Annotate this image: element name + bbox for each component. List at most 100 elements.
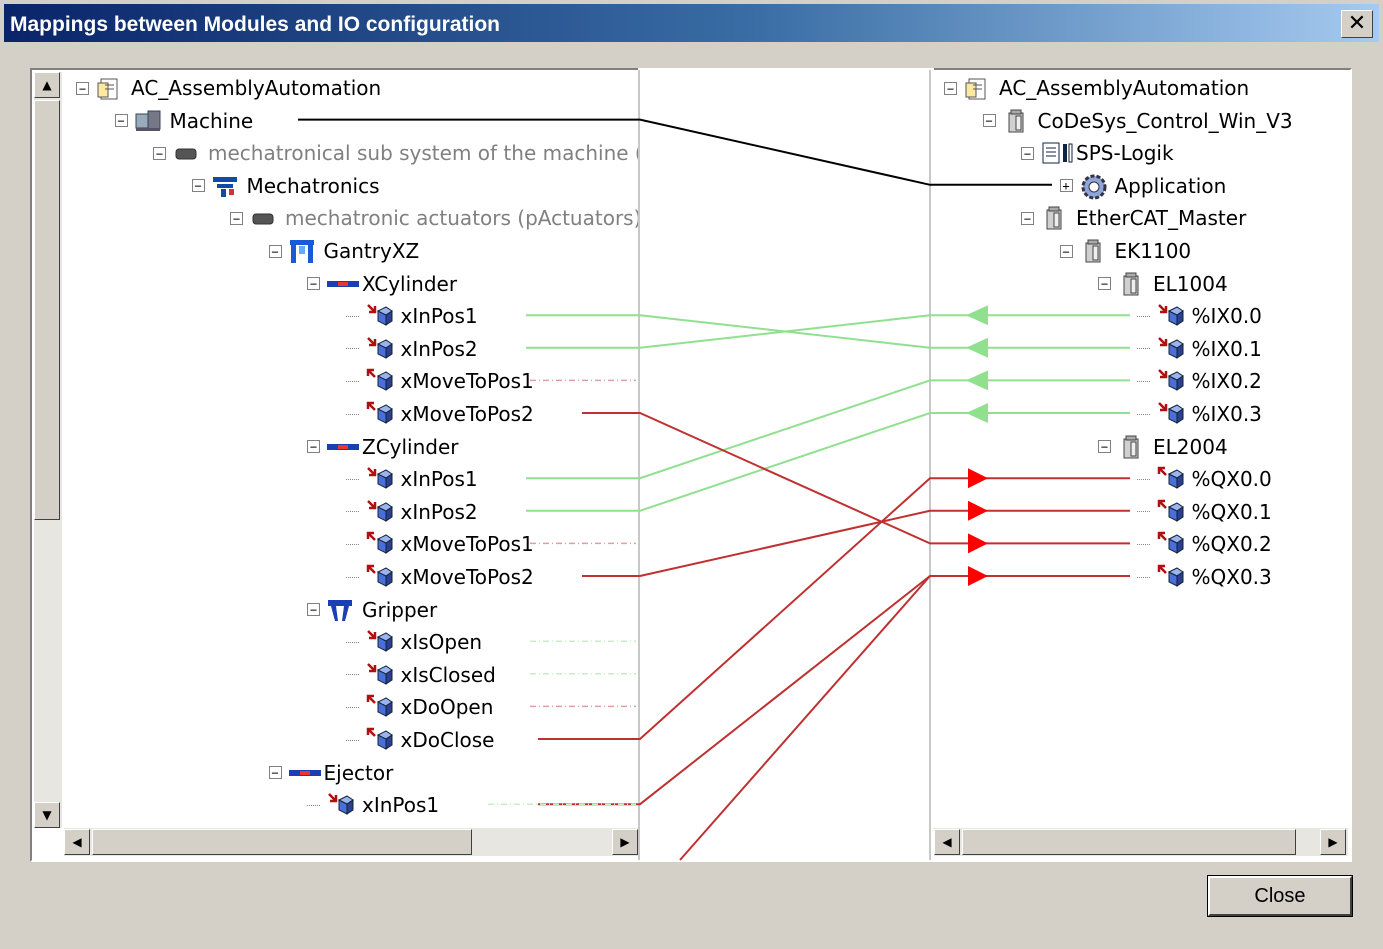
collapse-icon[interactable]: −: [307, 603, 320, 617]
module-tree-pane[interactable]: −AC_AssemblyAutomation−Machine−mechatron…: [30, 68, 642, 862]
project-icon: [963, 75, 991, 101]
input-var-icon: [365, 629, 393, 655]
horizontal-scrollbar[interactable]: ◀ ▶: [64, 828, 640, 856]
tree-connector: [345, 739, 359, 741]
io-node[interactable]: +Application: [1059, 171, 1226, 201]
module-node[interactable]: xInPos2: [345, 334, 478, 364]
module-node[interactable]: xInPos1: [307, 790, 439, 820]
tree-connector: [345, 478, 359, 480]
io-node[interactable]: %IX0.2: [1136, 366, 1262, 396]
io-node[interactable]: %IX0.1: [1136, 334, 1262, 364]
collapse-icon[interactable]: −: [1098, 277, 1111, 291]
tree-connector: [1136, 315, 1150, 317]
io-node[interactable]: −EL1004: [1098, 269, 1228, 299]
module-node[interactable]: −Gripper: [307, 595, 437, 625]
node-label: Ejector: [323, 760, 394, 785]
node-label: EL2004: [1153, 434, 1228, 459]
node-label: EK1100: [1114, 239, 1192, 263]
divider-left: [638, 70, 640, 860]
collapse-icon[interactable]: −: [1098, 440, 1111, 454]
scroll-right-button-io[interactable]: ▶: [1320, 829, 1346, 855]
scroll-right-button[interactable]: ▶: [612, 829, 638, 855]
plc-logic-icon: [1040, 140, 1073, 166]
io-node[interactable]: −CoDeSys_Control_Win_V3: [982, 106, 1293, 136]
scroll-thumb[interactable]: [34, 100, 60, 520]
tree-connector: [345, 576, 359, 578]
module-node[interactable]: xIsOpen: [345, 627, 483, 657]
node-label: xDoOpen: [400, 695, 494, 720]
module-node[interactable]: −Machine: [114, 106, 253, 136]
module-node[interactable]: xInPos1: [345, 301, 478, 331]
cylinder-icon: [288, 760, 321, 786]
collapse-icon[interactable]: −: [268, 244, 282, 258]
node-label: %QX0.3: [1191, 565, 1272, 589]
io-node[interactable]: %IX0.0: [1136, 301, 1262, 331]
tree-connector: [345, 511, 359, 513]
scroll-left-button[interactable]: ◀: [64, 829, 90, 855]
node-label: %IX0.3: [1191, 402, 1262, 426]
collapse-icon[interactable]: −: [982, 114, 996, 128]
io-node[interactable]: %QX0.0: [1136, 464, 1272, 494]
scroll-thumb-horizontal[interactable]: [92, 829, 472, 855]
expand-icon[interactable]: +: [1059, 179, 1073, 193]
node-label: Mechatronics: [246, 173, 380, 198]
module-node[interactable]: −mechatronical sub system of the machine…: [153, 138, 640, 168]
module-node[interactable]: −XCylinder: [307, 269, 457, 299]
io-node[interactable]: %IX0.3: [1136, 399, 1262, 429]
collapse-icon[interactable]: −: [944, 81, 957, 95]
collapse-icon[interactable]: −: [1059, 244, 1073, 258]
cylinder-icon: [326, 271, 359, 297]
io-node[interactable]: − EL2004: [1098, 432, 1228, 462]
module-node[interactable]: xMoveToPos2: [345, 562, 534, 592]
io-node[interactable]: −AC_AssemblyAutomation: [944, 73, 1249, 103]
module-node[interactable]: xIsClosed: [345, 660, 496, 690]
io-node[interactable]: %QX0.3: [1136, 562, 1272, 592]
module-node[interactable]: −GantryXZ: [268, 236, 419, 266]
module-node[interactable]: xMoveToPos1: [345, 366, 534, 396]
collapse-icon[interactable]: −: [307, 277, 320, 291]
module-node[interactable]: −mechatronic actuators (pActuators): [230, 203, 640, 233]
io-tree-pane[interactable]: −AC_AssemblyAutomation−CoDeSys_Control_W…: [930, 68, 1352, 862]
io-node[interactable]: − EK1100: [1059, 236, 1192, 266]
collapse-icon[interactable]: −: [1021, 146, 1034, 160]
tree-connector: [1136, 348, 1150, 350]
scroll-down-button[interactable]: ▼: [34, 802, 60, 828]
device-icon: [1002, 108, 1030, 134]
io-node[interactable]: −EtherCAT_Master: [1021, 203, 1246, 233]
vertical-scrollbar[interactable]: ▲ ▼: [34, 72, 62, 828]
module-node[interactable]: xInPos1: [345, 464, 478, 494]
io-node[interactable]: −SPS-Logik: [1021, 138, 1174, 168]
node-label: %QX0.2: [1191, 532, 1272, 557]
module-node[interactable]: − Ejector: [268, 758, 394, 788]
io-node[interactable]: %QX0.1: [1136, 497, 1272, 527]
module-node[interactable]: −ZCylinder: [307, 432, 459, 462]
scroll-thumb-io[interactable]: [962, 829, 1296, 855]
application-gear-icon: [1079, 173, 1107, 200]
module-node[interactable]: xDoOpen: [345, 692, 494, 722]
collapse-icon[interactable]: −: [1021, 211, 1034, 225]
module-node[interactable]: xInPos2: [345, 497, 478, 527]
node-label: xIsOpen: [400, 630, 483, 655]
node-label: xInPos1: [400, 467, 478, 492]
scroll-left-button-io[interactable]: ◀: [934, 829, 960, 855]
close-icon[interactable]: ✕: [1341, 10, 1373, 38]
collapse-icon[interactable]: −: [307, 440, 320, 454]
output-var-icon: [365, 564, 393, 590]
module-node[interactable]: xMoveToPos1: [345, 529, 534, 559]
collapse-icon[interactable]: −: [114, 114, 128, 128]
module-node[interactable]: − Mechatronics: [191, 171, 380, 201]
collapse-icon[interactable]: −: [153, 146, 166, 160]
collapse-icon[interactable]: −: [230, 211, 243, 225]
module-node[interactable]: xDoClose: [345, 725, 494, 755]
close-button[interactable]: Close: [1207, 875, 1353, 917]
collapse-icon[interactable]: −: [76, 81, 89, 95]
module-node[interactable]: −AC_AssemblyAutomation: [76, 73, 381, 103]
scroll-up-button[interactable]: ▲: [34, 72, 60, 98]
io-node[interactable]: %QX0.2: [1136, 529, 1272, 559]
horizontal-scrollbar-io[interactable]: ◀ ▶: [934, 828, 1348, 856]
device-icon: [1117, 271, 1145, 297]
collapse-icon[interactable]: −: [191, 179, 205, 193]
tree-connector: [345, 413, 359, 415]
module-node[interactable]: xMoveToPos2: [345, 399, 534, 429]
collapse-icon[interactable]: −: [268, 766, 282, 780]
